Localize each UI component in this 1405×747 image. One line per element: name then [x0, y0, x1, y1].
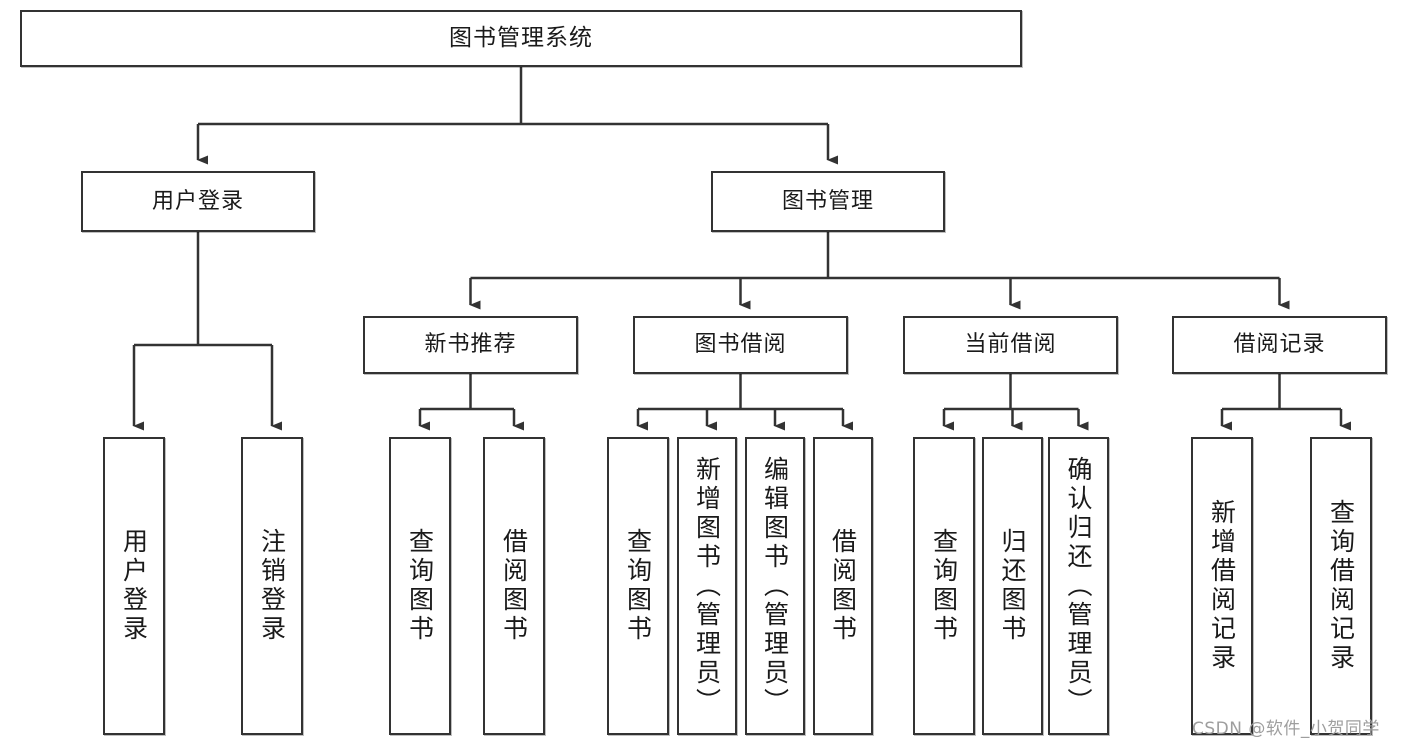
node-book-management[interactable]: 图书管理 — [711, 171, 945, 232]
node-label: 借阅图书 — [828, 528, 858, 644]
node-leaf-add-record[interactable]: 新增借阅记录 — [1191, 437, 1253, 735]
node-leaf-add-book[interactable]: 新增图书（管理员） — [677, 437, 737, 735]
node-label: 新增借阅记录 — [1207, 499, 1237, 673]
node-label: 查询图书 — [405, 528, 435, 644]
node-leaf-query-book-1[interactable]: 查询图书 — [389, 437, 451, 735]
node-leaf-logout[interactable]: 注销登录 — [241, 437, 303, 735]
node-leaf-query-book-2[interactable]: 查询图书 — [607, 437, 669, 735]
node-root-system[interactable]: 图书管理系统 — [20, 10, 1022, 67]
node-label: 查询图书 — [623, 528, 653, 644]
node-label: 借阅图书 — [499, 528, 529, 644]
node-label: 注销登录 — [257, 528, 287, 644]
node-leaf-edit-book[interactable]: 编辑图书（管理员） — [745, 437, 805, 735]
node-label: 归还图书 — [998, 528, 1027, 644]
node-new-book-recommendation[interactable]: 新书推荐 — [363, 316, 578, 374]
node-label: 图书管理 — [781, 188, 874, 214]
node-label: 当前借阅 — [964, 332, 1057, 358]
node-label: 图书管理系统 — [449, 25, 593, 52]
node-label: 查询借阅记录 — [1326, 499, 1356, 673]
node-borrowing-record[interactable]: 借阅记录 — [1172, 316, 1387, 374]
node-leaf-user-login[interactable]: 用户登录 — [103, 437, 165, 735]
node-leaf-borrow-book-1[interactable]: 借阅图书 — [483, 437, 545, 735]
node-label: 确认归还（管理员） — [1064, 455, 1093, 717]
node-label: 图书借阅 — [694, 332, 787, 358]
node-label: 编辑图书（管理员） — [760, 455, 790, 717]
node-leaf-confirm-return[interactable]: 确认归还（管理员） — [1048, 437, 1109, 735]
node-label: 新增图书（管理员） — [692, 455, 722, 717]
node-label: 借阅记录 — [1233, 332, 1326, 358]
node-leaf-return-book[interactable]: 归还图书 — [982, 437, 1043, 735]
node-leaf-query-book-3[interactable]: 查询图书 — [913, 437, 975, 735]
node-label: 用户登录 — [119, 528, 149, 644]
node-current-borrowing[interactable]: 当前借阅 — [903, 316, 1118, 374]
node-book-borrowing[interactable]: 图书借阅 — [633, 316, 848, 374]
node-user-login[interactable]: 用户登录 — [81, 171, 315, 232]
csdn-watermark: CSDN @软件_小贺同学 — [1192, 719, 1380, 739]
node-label: 新书推荐 — [424, 332, 517, 358]
node-leaf-query-record[interactable]: 查询借阅记录 — [1310, 437, 1372, 735]
node-label: 用户登录 — [151, 188, 244, 214]
node-label: 查询图书 — [929, 528, 959, 644]
node-leaf-borrow-book-2[interactable]: 借阅图书 — [813, 437, 873, 735]
